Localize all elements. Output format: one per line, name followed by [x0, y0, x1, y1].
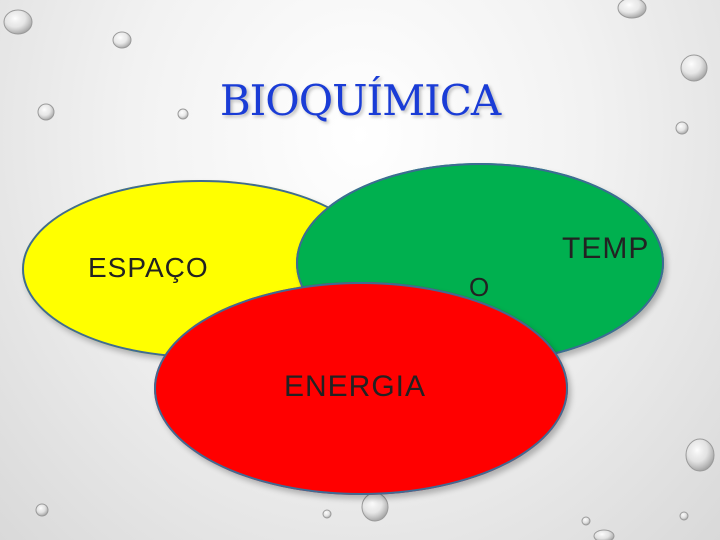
water-droplet: [177, 108, 189, 120]
energia-label: ENERGIA: [284, 370, 427, 403]
water-droplet: [675, 121, 689, 135]
water-droplet: [581, 516, 591, 526]
water-droplet: [679, 511, 689, 521]
energia-ellipse: [154, 282, 568, 495]
water-droplet: [112, 31, 132, 49]
water-droplet: [593, 529, 615, 540]
water-droplet: [322, 509, 332, 519]
water-droplet: [37, 103, 55, 121]
water-droplet: [685, 438, 715, 472]
espaco-label: ESPAÇO: [88, 252, 209, 283]
slide-title: BIOQUÍMICA: [219, 76, 501, 125]
water-droplet: [617, 0, 647, 19]
tempo-label-part2: O: [469, 272, 491, 302]
water-droplet: [35, 503, 49, 517]
water-droplet: [361, 492, 389, 522]
water-droplet: [3, 9, 33, 35]
water-droplet: [680, 54, 708, 82]
tempo-label-part1: TEMP: [562, 232, 650, 265]
